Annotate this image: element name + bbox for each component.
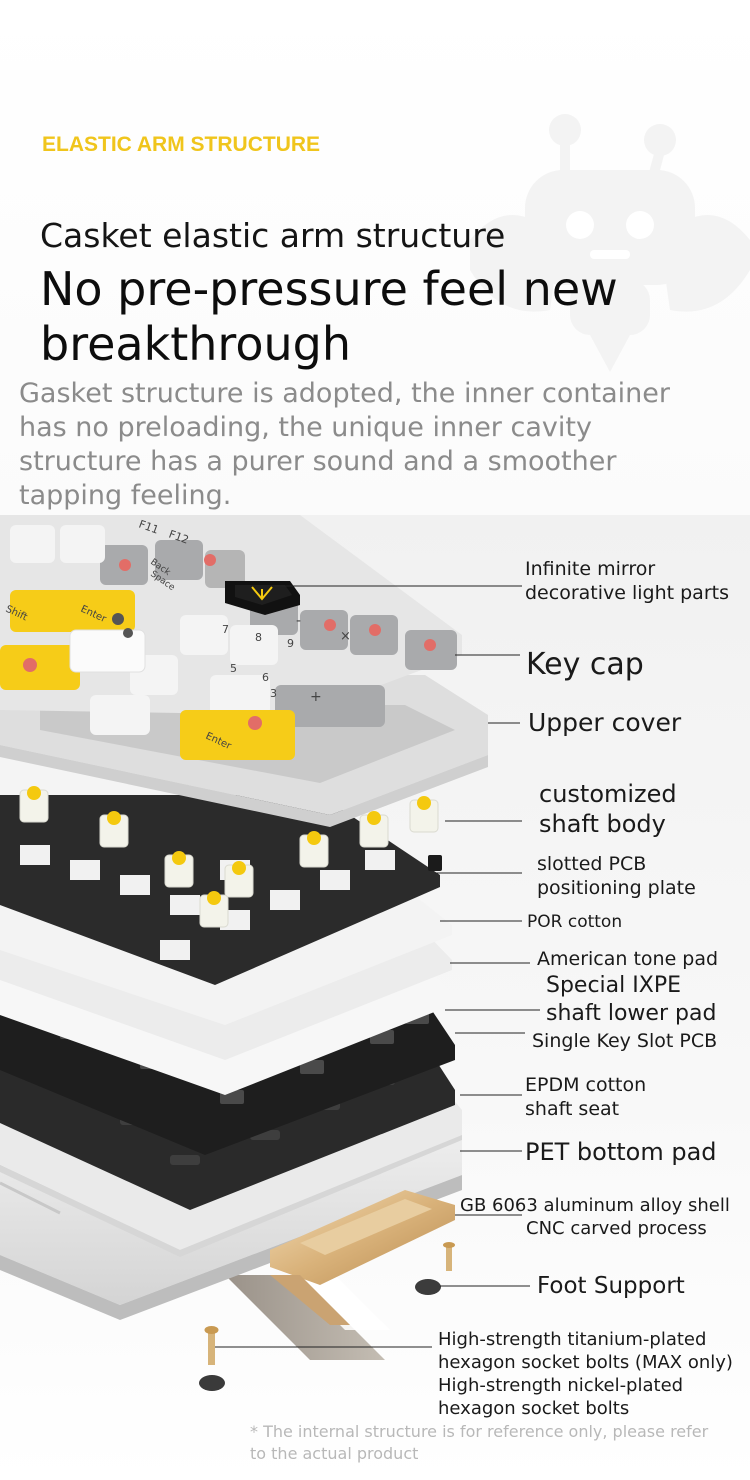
subtitle: Casket elastic arm structure bbox=[40, 216, 506, 255]
exploded-keyboard-diagram: F11 F12 Back Space Shift Enter Enter - ×… bbox=[0, 515, 750, 1480]
label-hex-bolts: High-strength titanium-plated hexagon so… bbox=[438, 1329, 733, 1419]
hero-section: ELASTIC ARM STRUCTURE Casket elastic arm… bbox=[0, 0, 750, 515]
keycap-white-2 bbox=[60, 525, 105, 563]
keycap-legend-5: 5 bbox=[230, 662, 237, 675]
description: Gasket structure is adopted, the inner c… bbox=[19, 378, 670, 511]
label-infinite-mirror: Infinite mirror decorative light parts bbox=[525, 558, 729, 604]
gold-foot-support bbox=[270, 1190, 455, 1325]
bee-mascot-watermark-icon bbox=[470, 114, 750, 372]
keycap-legend-times: × bbox=[340, 629, 351, 644]
hex-socket-bolt-icon bbox=[204, 1242, 455, 1365]
keycap-yellow-enter-lower bbox=[180, 710, 295, 760]
label-tone-pad: American tone pad bbox=[537, 948, 719, 970]
keycap-legend-9: 9 bbox=[287, 637, 294, 650]
keycap-white-3 bbox=[180, 615, 228, 655]
infinite-mirror-light bbox=[225, 581, 300, 615]
keycap-white-7 bbox=[210, 675, 270, 715]
keycap-legend-3: 3 bbox=[270, 687, 277, 700]
keycap-white-1 bbox=[10, 525, 55, 563]
keycap-yellow-shift bbox=[10, 590, 70, 632]
label-aluminum-shell: GB 6063 aluminum alloy shell CNC carved … bbox=[460, 1195, 730, 1239]
footnote: * The internal structure is for referenc… bbox=[250, 1422, 709, 1463]
keycap-yellow-left bbox=[0, 645, 80, 690]
keycap-layer bbox=[0, 515, 462, 760]
keycap-bee-badge bbox=[69, 629, 146, 673]
label-shaft-body: customized shaft body bbox=[539, 780, 677, 838]
label-foot-support: Foot Support bbox=[537, 1273, 685, 1299]
keycap-legend-7: 7 bbox=[222, 623, 229, 636]
rubber-foot-icon bbox=[199, 1279, 441, 1391]
exploded-view-illustration: F11 F12 Back Space Shift Enter Enter - ×… bbox=[0, 515, 540, 1391]
label-single-key-slot-pcb: Single Key Slot PCB bbox=[532, 1030, 718, 1052]
label-positioning-plate: slotted PCB positioning plate bbox=[537, 853, 696, 899]
keycap-grey-5 bbox=[300, 610, 348, 650]
headline: No pre-pressure feel new breakthrough bbox=[40, 262, 618, 371]
keycap-legend-plus: + bbox=[310, 689, 322, 705]
label-epdm-shaft-seat: EPDM cotton shaft seat bbox=[525, 1074, 647, 1120]
section-tag: ELASTIC ARM STRUCTURE bbox=[42, 133, 321, 156]
keycap-grey-8 bbox=[275, 685, 385, 727]
titanium-plate bbox=[225, 1275, 385, 1360]
keycap-legend-6: 6 bbox=[262, 671, 269, 684]
leader-lines bbox=[215, 585, 540, 1348]
label-key-cap: Key cap bbox=[526, 647, 644, 682]
keycap-white-6 bbox=[90, 695, 150, 735]
keycap-white-4 bbox=[230, 625, 278, 665]
label-upper-cover: Upper cover bbox=[528, 708, 682, 737]
keycap-legend-8: 8 bbox=[255, 631, 262, 644]
label-por-cotton: POR cotton bbox=[527, 912, 623, 932]
label-pet-bottom-pad: PET bottom pad bbox=[525, 1138, 717, 1166]
keycap-grey-2 bbox=[155, 540, 203, 580]
label-ixpe-pad: Special IXPE shaft lower pad bbox=[546, 973, 717, 1026]
keycap-legend-minus: - bbox=[296, 613, 301, 629]
